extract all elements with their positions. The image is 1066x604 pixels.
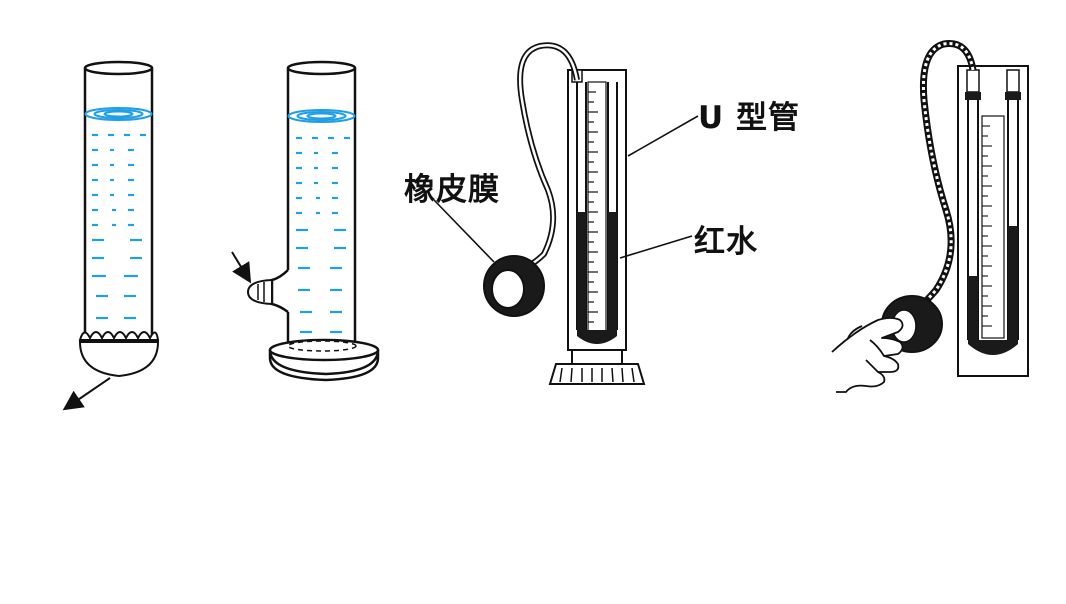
scale-ticks bbox=[588, 91, 598, 323]
membrane-probe bbox=[483, 255, 545, 317]
red-water-column-unbalanced bbox=[968, 226, 1018, 355]
water-surface bbox=[287, 109, 356, 123]
leader-u-tube bbox=[627, 115, 699, 157]
bottom-membrane bbox=[78, 331, 160, 378]
water-dashes bbox=[92, 133, 146, 320]
manometer-hand-press bbox=[831, 40, 1029, 393]
manometer-stand bbox=[548, 349, 646, 385]
label-u-tube: U 型管 bbox=[698, 100, 800, 136]
label-membrane: 橡皮膜 bbox=[404, 172, 500, 208]
side-membrane bbox=[246, 278, 273, 306]
water-surface bbox=[84, 107, 153, 121]
force-arrow-down bbox=[62, 377, 111, 411]
leader-red-water bbox=[619, 235, 693, 259]
hand-icon bbox=[831, 317, 904, 393]
water-dashes bbox=[296, 136, 350, 334]
cylinder-side-membrane bbox=[231, 60, 380, 382]
leader-membrane bbox=[433, 199, 495, 263]
cylinder-base bbox=[268, 338, 380, 382]
cylinder-bottom-membrane bbox=[62, 60, 160, 411]
force-arrow-side bbox=[231, 251, 252, 284]
red-water-column bbox=[577, 212, 617, 344]
u-tube-manometer bbox=[433, 42, 699, 385]
label-red-water: 红水 bbox=[694, 224, 758, 260]
